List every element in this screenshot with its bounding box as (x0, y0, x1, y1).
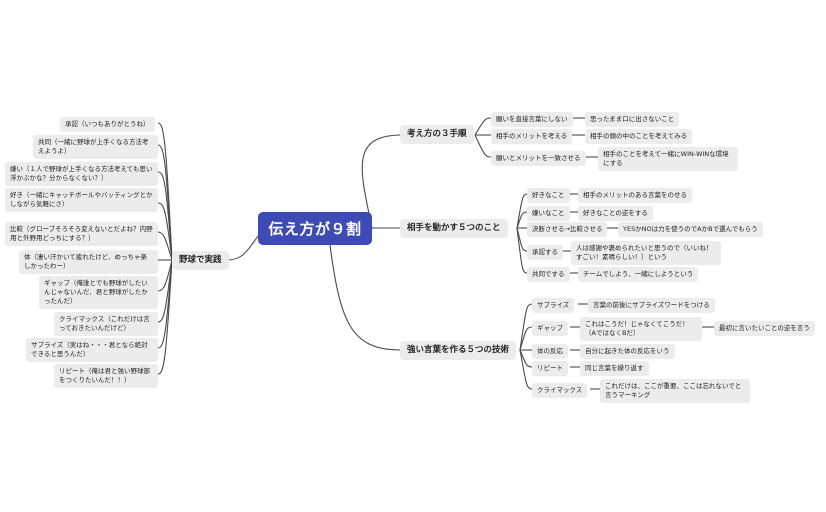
connector (474, 117, 492, 136)
topic-label[interactable]: 決断させる→比較させる (527, 222, 608, 237)
topic-note[interactable]: 最初に言いたいことの逆を言う (714, 321, 815, 336)
topic-note[interactable]: サプライズ（実はね・・・君となら絶対できると思うんだ） (26, 338, 158, 362)
connector (516, 211, 528, 229)
root-topic[interactable]: 伝え方が９割 (258, 212, 372, 245)
topic-note[interactable]: 共同（一緒に野球が上手くなる方法考えようよ） (33, 135, 158, 159)
branch-tsuyoi[interactable]: 強い言葉を作る５つの技術 (400, 341, 517, 360)
topic-label[interactable]: ギャップ (532, 321, 568, 336)
topic-label[interactable]: クライマックス (532, 383, 588, 398)
branch-kangaekata[interactable]: 考え方の３手順 (400, 125, 474, 144)
topic-note[interactable]: 好き（一緒にキャッチボールやバッティングとかしながら気軽にさ） (5, 188, 158, 212)
topic-note[interactable]: 比較（グローブそろそろ変えないとだよね？内野用と外野用どっちにする？） (5, 222, 158, 246)
topic-label[interactable]: 承認する (527, 245, 563, 260)
topic-note[interactable]: 体（凄い汗かいて疲れたけど、めっちゃ楽しかったわー） (19, 250, 158, 274)
topic-label[interactable]: サプライズ (532, 298, 575, 313)
topic-note[interactable]: 好きなことの逆をする (578, 206, 653, 221)
topic-note[interactable]: チームでしよう、一緒にしようという (578, 267, 699, 282)
connector (516, 193, 528, 229)
topic-note[interactable]: 相手のメリットのある言葉をのせる (578, 188, 692, 203)
topic-label[interactable]: 嫌いなこと (527, 206, 570, 221)
topic-note[interactable]: 相手の頭の中のことを考えてみる (585, 129, 693, 144)
topic-label[interactable]: 体の反応 (532, 344, 568, 359)
connector (519, 303, 533, 351)
topic-note[interactable]: リピート（俺は君と強い野球部をつくりたいんだ！！） (54, 364, 158, 388)
connector (157, 231, 173, 261)
connector (157, 202, 173, 261)
topic-label[interactable]: 共同でする (527, 267, 570, 282)
topic-note[interactable]: 言葉の前後にサプライズワードをつける (588, 298, 715, 313)
topic-note[interactable]: これはこうだ！じゃなくてこうだ！（AではなくBだ） (580, 317, 702, 341)
topic-note[interactable]: ギャップ（俺誰とでも野球がしたいんじゃないんだ、君と野球がしたかったんだ） (39, 276, 158, 309)
topic-note[interactable]: これだけは、ここが重要、ここは忘れないでと言うマーキング (600, 379, 750, 403)
branch-yakyu[interactable]: 野球で実践 (172, 251, 229, 270)
connector (519, 326, 533, 351)
connector (157, 171, 173, 261)
connector (157, 259, 173, 375)
topic-note[interactable]: クライマックス（これだけは言っておきたいんだけど） (54, 312, 158, 336)
topic-note[interactable]: 承認（いつもありがとうね） (60, 117, 155, 132)
topic-note[interactable]: 同じ言葉を繰り返す (580, 361, 649, 376)
connector (361, 134, 401, 229)
topic-label[interactable]: リピート (532, 361, 568, 376)
topic-note[interactable]: 嫌い（１人で野球が上手くなる方法考えても思い浮かぶかな？分からなくない？） (5, 162, 158, 186)
topic-note[interactable]: 自分に起きた体の反応をいう (580, 344, 675, 359)
branch-ugokasu[interactable]: 相手を動かす５つのこと (400, 219, 508, 238)
connector (519, 349, 533, 368)
topic-label[interactable]: 願いを直接言葉にしない (491, 112, 573, 127)
connector (157, 259, 173, 292)
topic-note[interactable]: 相手のことを考えて一緒にWIN-WINな環境にする (598, 147, 738, 171)
connector (226, 235, 259, 261)
topic-label[interactable]: 願いとメリットを一致させる (491, 151, 586, 166)
connector (519, 349, 533, 390)
connector (329, 244, 401, 351)
connector (516, 227, 528, 274)
topic-label[interactable]: 相手のメリットを考える (491, 129, 573, 144)
topic-label[interactable]: 好きなこと (527, 188, 570, 203)
topic-note[interactable]: 思ったまま口に出さないこと (585, 112, 680, 127)
topic-note[interactable]: YESかNOは力を使うのでAかBで選んでもらう (618, 222, 763, 237)
topic-note[interactable]: 人は感謝や褒められたいと思うので（いいね！すごい！素晴らしい！）という (571, 241, 721, 265)
connector (474, 134, 492, 158)
